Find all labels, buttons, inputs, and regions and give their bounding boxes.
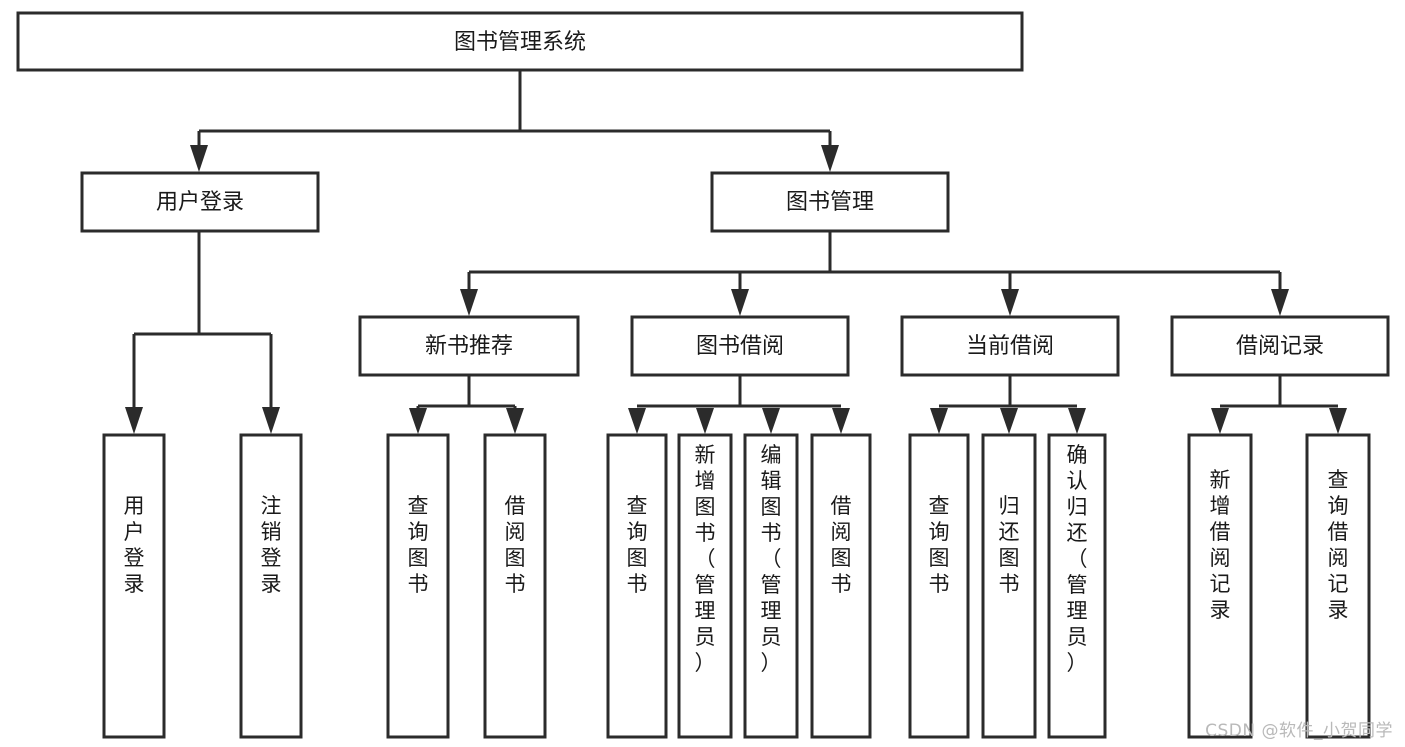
node-borrow-record-label: 借阅记录 — [1236, 334, 1324, 359]
node-user-login-box[interactable] — [80, 171, 320, 233]
connector-group-root-to-level2 — [190, 70, 839, 172]
node-user-login-label: 用户登录 — [156, 190, 244, 215]
arrow-to-user-login — [190, 145, 208, 172]
node-root-box[interactable] — [16, 11, 1024, 72]
node-leaf-query-book-1[interactable]: 查询图书 — [386, 433, 450, 739]
node-root[interactable]: 图书管理系统 — [16, 11, 1024, 72]
connector-group-user-login-to-leaves — [125, 231, 280, 434]
node-leaf-add-book-label: 新增图书（管理员） — [695, 443, 716, 675]
node-leaf-user-login[interactable]: 用户登录 — [102, 433, 166, 739]
node-book-manage-box[interactable] — [710, 171, 950, 233]
node-leaf-borrow-book-2-box[interactable] — [810, 433, 872, 739]
node-leaf-return-book[interactable]: 归还图书 — [981, 433, 1037, 739]
node-leaf-user-login-label: 用户登录 — [124, 494, 145, 596]
node-leaf-edit-book-box[interactable] — [743, 433, 799, 739]
arrow-to-leaf-logout — [262, 407, 280, 434]
arrow-to-leaf-return-book — [1000, 408, 1018, 434]
node-borrow-record-box[interactable] — [1170, 315, 1390, 377]
node-user-login[interactable]: 用户登录 — [80, 171, 320, 233]
node-new-book-rec[interactable]: 新书推荐 — [358, 315, 580, 377]
node-leaf-edit-book-label: 编辑图书（管理员） — [761, 443, 782, 675]
node-leaf-query-book-3[interactable]: 查询图书 — [908, 433, 970, 739]
node-leaf-borrow-book-2[interactable]: 借阅图书 — [810, 433, 872, 739]
node-current-borrow-box[interactable] — [900, 315, 1120, 377]
node-leaf-return-book-label: 归还图书 — [999, 494, 1020, 596]
node-book-borrow-label: 图书借阅 — [696, 334, 784, 359]
node-leaf-query-book-3-label: 查询图书 — [929, 494, 950, 596]
node-book-borrow-box[interactable] — [630, 315, 850, 377]
connector-group-current-borrow-to-leaves — [930, 375, 1086, 434]
connector-group-book-borrow-to-leaves — [628, 375, 850, 434]
arrow-to-leaf-user-login — [125, 407, 143, 434]
node-leaf-edit-book[interactable]: 编辑图书（管理员） — [743, 433, 799, 739]
node-borrow-record[interactable]: 借阅记录 — [1170, 315, 1390, 377]
arrow-to-new-book-rec — [460, 289, 478, 316]
arrow-to-leaf-confirm-return — [1068, 408, 1086, 434]
node-leaf-borrow-book-2-label: 借阅图书 — [831, 494, 852, 596]
node-leaf-query-record-label: 查询借阅记录 — [1328, 468, 1349, 622]
node-leaf-query-book-1-box[interactable] — [386, 433, 450, 739]
node-leaf-query-record-box[interactable] — [1305, 433, 1371, 739]
node-leaf-confirm-return-box[interactable] — [1047, 433, 1107, 739]
arrow-to-book-borrow — [731, 289, 749, 316]
node-leaf-borrow-book-1-label: 借阅图书 — [505, 494, 526, 596]
node-leaf-logout[interactable]: 注销登录 — [239, 433, 303, 739]
node-leaf-query-book-3-box[interactable] — [908, 433, 970, 739]
node-leaf-query-book-2-label: 查询图书 — [627, 494, 648, 596]
arrow-to-leaf-borrow-book-2 — [832, 408, 850, 434]
node-new-book-rec-label: 新书推荐 — [425, 334, 513, 359]
node-leaf-query-record[interactable]: 查询借阅记录 — [1305, 433, 1371, 739]
node-leaf-user-login-box[interactable] — [102, 433, 166, 739]
arrow-to-leaf-borrow-book-1 — [506, 408, 524, 434]
arrow-to-leaf-query-book-2 — [628, 408, 646, 434]
node-root-label: 图书管理系统 — [454, 30, 586, 55]
connector-group-new-book-rec-to-leaves — [409, 375, 524, 434]
arrow-to-leaf-add-record — [1211, 408, 1229, 434]
node-leaf-confirm-return[interactable]: 确认归还（管理员） — [1047, 433, 1107, 739]
node-leaf-add-book[interactable]: 新增图书（管理员） — [677, 433, 733, 739]
node-leaf-query-book-2[interactable]: 查询图书 — [606, 433, 668, 739]
arrow-to-current-borrow — [1001, 289, 1019, 316]
node-book-manage-label: 图书管理 — [786, 190, 874, 215]
node-leaf-borrow-book-1-box[interactable] — [483, 433, 547, 739]
node-leaf-logout-box[interactable] — [239, 433, 303, 739]
node-leaf-confirm-return-label: 确认归还（管理员） — [1067, 443, 1088, 675]
arrow-to-borrow-record — [1271, 289, 1289, 316]
arrow-to-leaf-query-book-1 — [409, 408, 427, 434]
node-current-borrow[interactable]: 当前借阅 — [900, 315, 1120, 377]
node-leaf-return-book-box[interactable] — [981, 433, 1037, 739]
node-leaf-add-record-box[interactable] — [1187, 433, 1253, 739]
connector-group-book-manage-to-level3 — [460, 231, 1289, 316]
node-book-manage[interactable]: 图书管理 — [710, 171, 950, 233]
node-leaf-borrow-book-1[interactable]: 借阅图书 — [483, 433, 547, 739]
arrow-to-leaf-query-record — [1329, 408, 1347, 434]
node-leaf-query-book-1-label: 查询图书 — [408, 494, 429, 596]
node-leaf-add-record[interactable]: 新增借阅记录 — [1187, 433, 1253, 739]
arrow-to-leaf-edit-book — [762, 408, 780, 434]
node-book-borrow[interactable]: 图书借阅 — [630, 315, 850, 377]
node-leaf-add-book-box[interactable] — [677, 433, 733, 739]
arrow-to-leaf-add-book — [696, 408, 714, 434]
node-new-book-rec-box[interactable] — [358, 315, 580, 377]
arrow-to-leaf-query-book-3 — [930, 408, 948, 434]
node-leaf-logout-label: 注销登录 — [261, 494, 282, 596]
node-current-borrow-label: 当前借阅 — [966, 334, 1054, 359]
node-leaf-query-book-2-box[interactable] — [606, 433, 668, 739]
connector-group-borrow-record-to-leaves — [1211, 375, 1347, 434]
arrow-to-book-manage — [821, 145, 839, 172]
node-leaf-add-record-label: 新增借阅记录 — [1210, 468, 1231, 622]
